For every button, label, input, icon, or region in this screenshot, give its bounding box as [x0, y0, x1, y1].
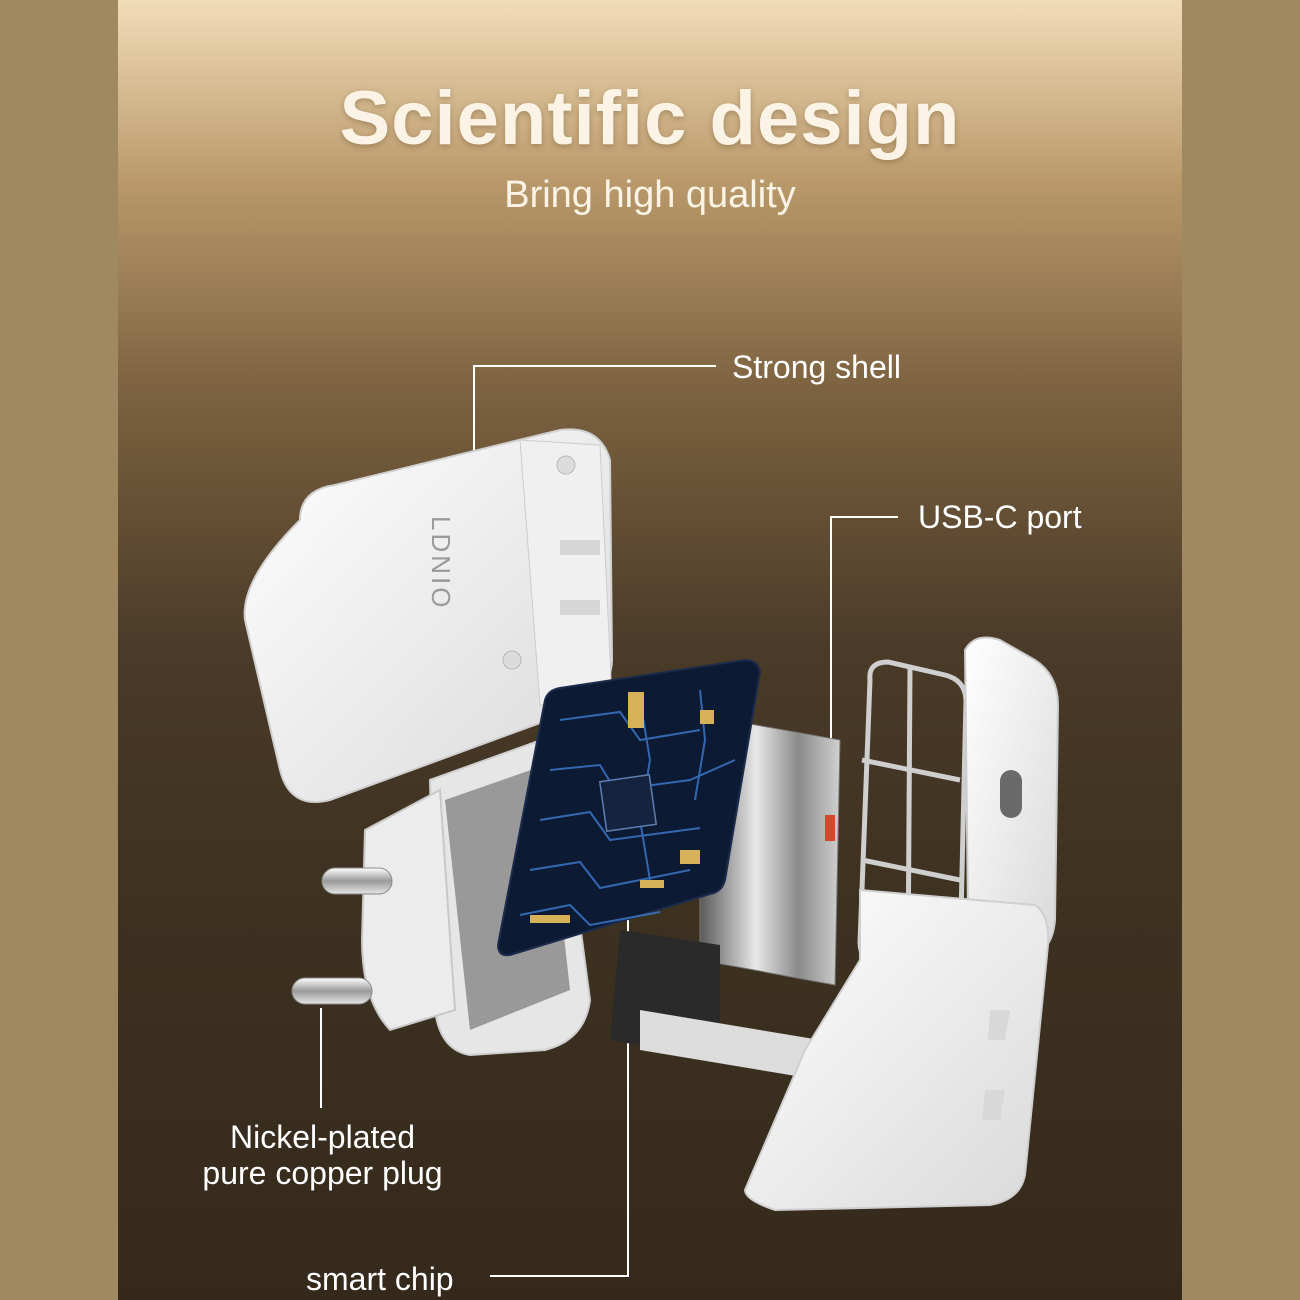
- brand-logo-text: LDNIO: [426, 516, 456, 610]
- page-title: Scientific design: [339, 76, 961, 161]
- usb-c-opening: [1000, 770, 1022, 818]
- plug-pins: [291, 867, 393, 1005]
- usb-callout-line: [830, 516, 898, 815]
- top-shell: LDNIO: [243, 428, 614, 803]
- usb-c-port-label: USB-C port: [918, 499, 1082, 535]
- left-border: [0, 0, 118, 1300]
- copper-plug-label-line1: Nickel-plated: [230, 1119, 415, 1155]
- usb-c-port-indicator: [825, 815, 835, 841]
- lower-shell: [743, 888, 1050, 1212]
- smart-chip: [598, 773, 658, 833]
- copper-plug-label-line2: pure copper plug: [202, 1155, 443, 1191]
- page-subtitle: Bring high quality: [504, 174, 796, 216]
- circuit-board: [496, 658, 762, 957]
- plug-base: [360, 788, 457, 1032]
- copper-plug-label: Nickel-plated pure copper plug: [170, 1119, 475, 1191]
- smart-chip-label: smart chip: [306, 1261, 454, 1297]
- front-cap: [963, 636, 1060, 957]
- right-border: [1182, 0, 1300, 1300]
- strong-shell-label: Strong shell: [732, 349, 901, 385]
- transformer-block: [610, 714, 841, 1080]
